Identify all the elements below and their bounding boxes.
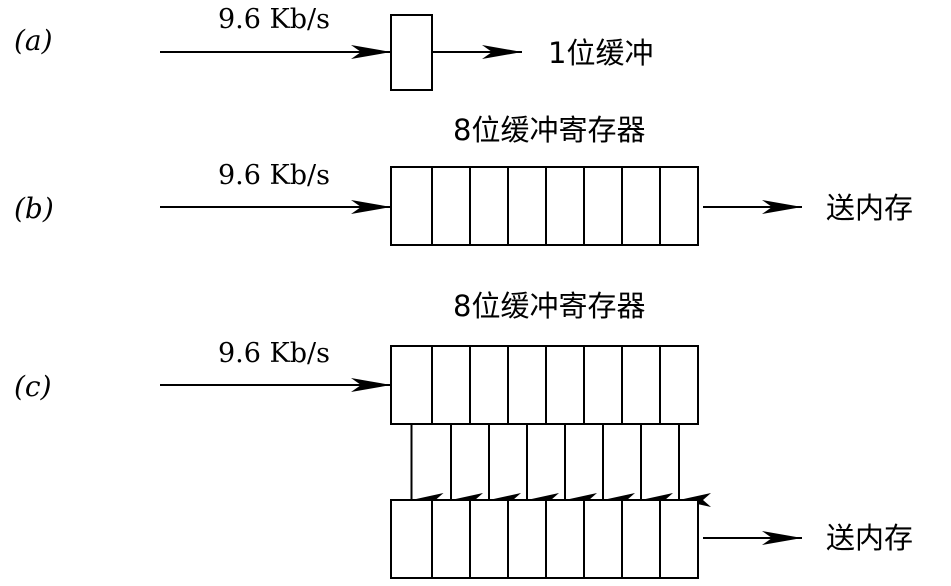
part-b-register-cell-7 xyxy=(621,166,661,246)
part-b-output-label: 送内存 xyxy=(826,191,913,225)
part-c-caption: (c) xyxy=(14,370,52,403)
part-b-register-cell-1 xyxy=(390,166,433,246)
part-c-output-register-cell-5 xyxy=(545,499,585,579)
part-c-output-register-cell-1 xyxy=(390,499,433,579)
part-c-register-label: 8位缓冲寄存器 xyxy=(453,289,645,323)
part-a: (a) 9.6 Kb/s 1位缓冲 xyxy=(14,4,653,91)
part-c-output-register-cell-8 xyxy=(659,499,699,579)
part-c-output-register-cell-3 xyxy=(469,499,509,579)
part-b: 8位缓冲寄存器 9.6 Kb/s (b) 送内存 xyxy=(14,113,913,246)
part-c-shift-register-cell-6 xyxy=(583,345,623,425)
part-c-output-label: 送内存 xyxy=(826,521,913,555)
part-c-rate-label: 9.6 Kb/s xyxy=(218,338,330,369)
part-c-shift-register-cell-5 xyxy=(545,345,585,425)
part-c-shift-register xyxy=(390,345,699,425)
part-c: 8位缓冲寄存器 9.6 Kb/s (c) 送内存 xyxy=(14,289,913,579)
part-b-rate-label: 9.6 Kb/s xyxy=(218,160,330,191)
part-b-register-cell-8 xyxy=(659,166,699,246)
part-a-caption: (a) xyxy=(14,24,53,57)
part-c-output-register xyxy=(390,499,699,579)
part-b-register-cell-3 xyxy=(469,166,509,246)
part-b-register-cell-2 xyxy=(431,166,471,246)
part-c-shift-register-cell-4 xyxy=(507,345,547,425)
part-a-buffer-cell xyxy=(390,14,433,91)
part-c-shift-register-cell-3 xyxy=(469,345,509,425)
part-c-output-register-cell-2 xyxy=(431,499,471,579)
part-c-output-register-cell-7 xyxy=(621,499,661,579)
part-c-output-register-cell-4 xyxy=(507,499,547,579)
part-c-shift-register-cell-7 xyxy=(621,345,661,425)
part-b-register-cell-4 xyxy=(507,166,547,246)
part-a-rate-label: 9.6 Kb/s xyxy=(218,4,330,35)
part-b-register-cell-6 xyxy=(583,166,623,246)
part-b-register-label: 8位缓冲寄存器 xyxy=(453,113,645,147)
part-b-register-cell-5 xyxy=(545,166,585,246)
part-b-register xyxy=(390,166,699,246)
part-c-shift-register-cell-8 xyxy=(659,345,699,425)
part-c-output-register-cell-6 xyxy=(583,499,623,579)
part-b-caption: (b) xyxy=(14,192,54,225)
part-c-shift-register-cell-2 xyxy=(431,345,471,425)
part-c-shift-register-cell-1 xyxy=(390,345,433,425)
part-a-buffer-label: 1位缓冲 xyxy=(548,36,653,70)
part-c-parallel-transfer-arrows xyxy=(410,424,711,507)
